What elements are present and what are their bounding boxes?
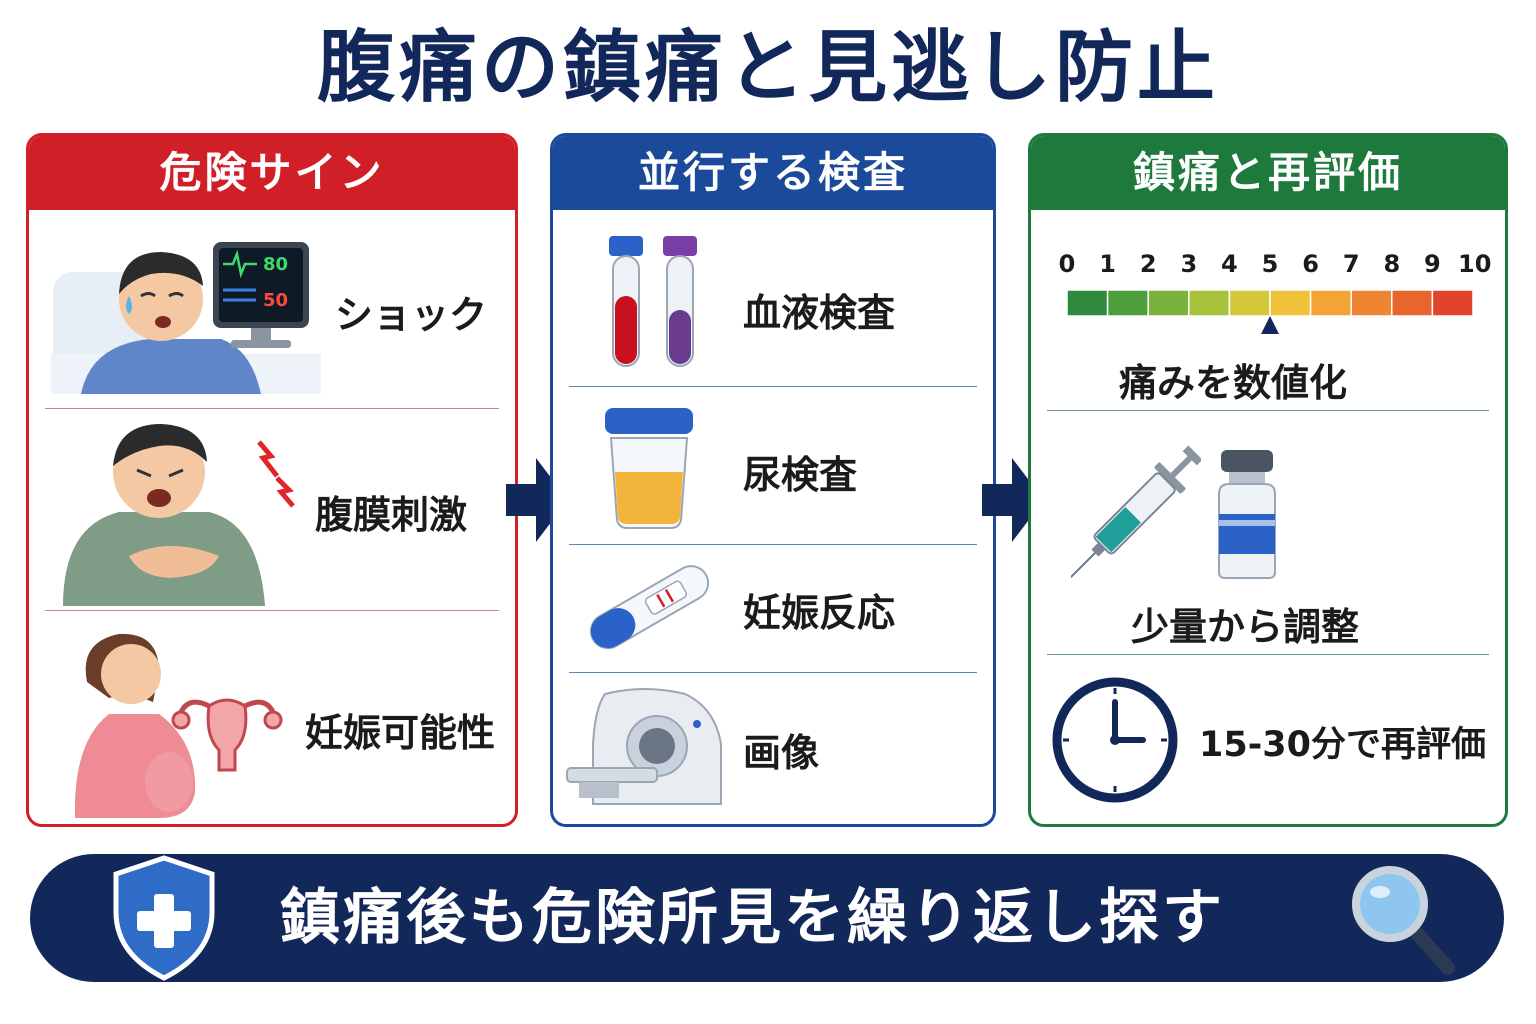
monitor-heart-rate: 80 (263, 254, 288, 275)
danger-signs-heading: 危険サイン (29, 136, 515, 210)
monitor-blood-pressure: 50 (263, 290, 288, 311)
label-urine-test: 尿検査 (743, 453, 858, 497)
banner-text: 鎮痛後も危険所見を繰り返し探す (280, 883, 1225, 953)
label-small-dose: 少量から調整 (1131, 605, 1360, 649)
test-item-blood: 血液検査 (553, 210, 993, 388)
label-pain-numeric: 痛みを数値化 (1119, 361, 1348, 405)
syringe-icon (1071, 445, 1201, 581)
test-item-pregnancy: 妊娠反応 (553, 546, 993, 672)
analgesia-item-dose: 少量から調整 (1031, 412, 1505, 654)
label-peritoneal-irritation: 腹膜刺激 (315, 493, 468, 537)
label-shock: ショック (335, 293, 488, 337)
pain-scale-bar (1067, 289, 1473, 334)
analgesia-divider-2 (1047, 654, 1489, 655)
danger-signs-panel: 危険サイン 80 50 ショック (26, 133, 518, 827)
analgesia-heading: 鎮痛と再評価 (1031, 136, 1505, 210)
shield-plus-icon (113, 855, 215, 981)
page-title: 腹痛の鎮痛と見逃し防止 (316, 23, 1219, 113)
magnifier-icon (1352, 866, 1455, 975)
pain-scale-number: 8 (1383, 250, 1401, 278)
danger-divider-2 (45, 610, 499, 611)
pain-scale-number: 1 (1099, 250, 1116, 278)
pain-scale-number: 7 (1342, 250, 1360, 278)
analgesia-item-reassess: 15-30分で再評価 (1031, 656, 1505, 824)
flow-arrow-right-icon (982, 458, 1044, 542)
pain-scale-number: 2 (1139, 250, 1157, 278)
pain-scale-segment (1309, 289, 1352, 317)
pain-scale-number: 5 (1261, 250, 1279, 278)
label-blood-test: 血液検査 (743, 291, 896, 335)
pain-scale-number: 6 (1302, 250, 1319, 278)
pain-scale-segment (1391, 289, 1434, 317)
pain-scale-segment (1147, 289, 1190, 317)
danger-item-shock: 80 50 ショック (29, 210, 515, 408)
uterus-icon (171, 698, 283, 772)
tests-divider-1 (569, 386, 977, 387)
label-imaging: 画像 (743, 731, 820, 775)
tests-heading: 並行する検査 (553, 136, 993, 210)
danger-divider-1 (45, 408, 499, 409)
pain-scale-number: 3 (1180, 250, 1198, 278)
danger-item-peritoneal: 腹膜刺激 (29, 410, 515, 610)
shock-patient-icon: 80 50 (51, 242, 321, 394)
tests-divider-2 (569, 544, 977, 545)
flow-arrow-right-icon (506, 458, 568, 542)
pain-scale-segment (1431, 289, 1473, 317)
analgesia-divider-1 (1047, 410, 1489, 411)
pain-scale-segment (1350, 289, 1393, 317)
pain-scale-number: 4 (1221, 250, 1238, 278)
blood-tube-icon (609, 236, 697, 367)
ct-scanner-icon (566, 688, 722, 805)
bottom-banner: 鎮痛後も危険所見を繰り返し探す (30, 854, 1504, 982)
pain-scale-number: 9 (1424, 250, 1441, 278)
urine-cup-icon (605, 408, 693, 529)
pain-scale-segment (1106, 289, 1149, 317)
pain-scale-segment (1188, 289, 1231, 317)
pain-scale-segment (1228, 289, 1271, 317)
test-item-imaging: 画像 (553, 674, 993, 824)
label-pregnancy-possibility: 妊娠可能性 (305, 711, 496, 755)
tests-panel: 並行する検査 血液検査 尿検査 (550, 133, 996, 827)
label-reassess-interval: 15-30分で再評価 (1199, 725, 1486, 765)
label-pregnancy-test: 妊娠反応 (743, 591, 896, 635)
pain-scale-segment (1269, 289, 1312, 317)
test-item-urine: 尿検査 (553, 388, 993, 546)
clock-icon (1052, 677, 1178, 803)
pregnancy-test-icon (589, 565, 710, 650)
pregnant-woman-icon (74, 633, 196, 818)
vial-icon (1218, 450, 1276, 579)
danger-item-pregnancy: 妊娠可能性 (29, 612, 515, 824)
tests-divider-3 (569, 672, 977, 673)
pain-scale-segment (1067, 289, 1109, 317)
pain-scale-number: 10 (1458, 250, 1492, 278)
pain-scale-number: 0 (1058, 250, 1076, 278)
abdominal-pain-person-icon (63, 424, 295, 606)
pain-scale-marker (1261, 316, 1279, 334)
